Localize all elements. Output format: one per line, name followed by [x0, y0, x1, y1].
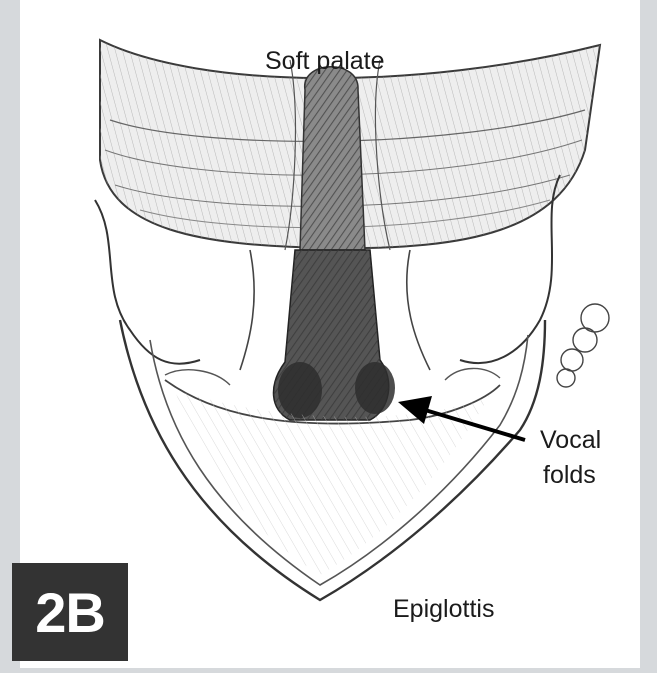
label-soft-palate: Soft palate: [265, 46, 385, 76]
label-epiglottis: Epiglottis: [393, 594, 494, 624]
label-vocal-line2: folds: [543, 460, 596, 490]
label-vocal-line1: Vocal: [540, 425, 601, 455]
panel-label-badge: 2B: [12, 563, 128, 661]
